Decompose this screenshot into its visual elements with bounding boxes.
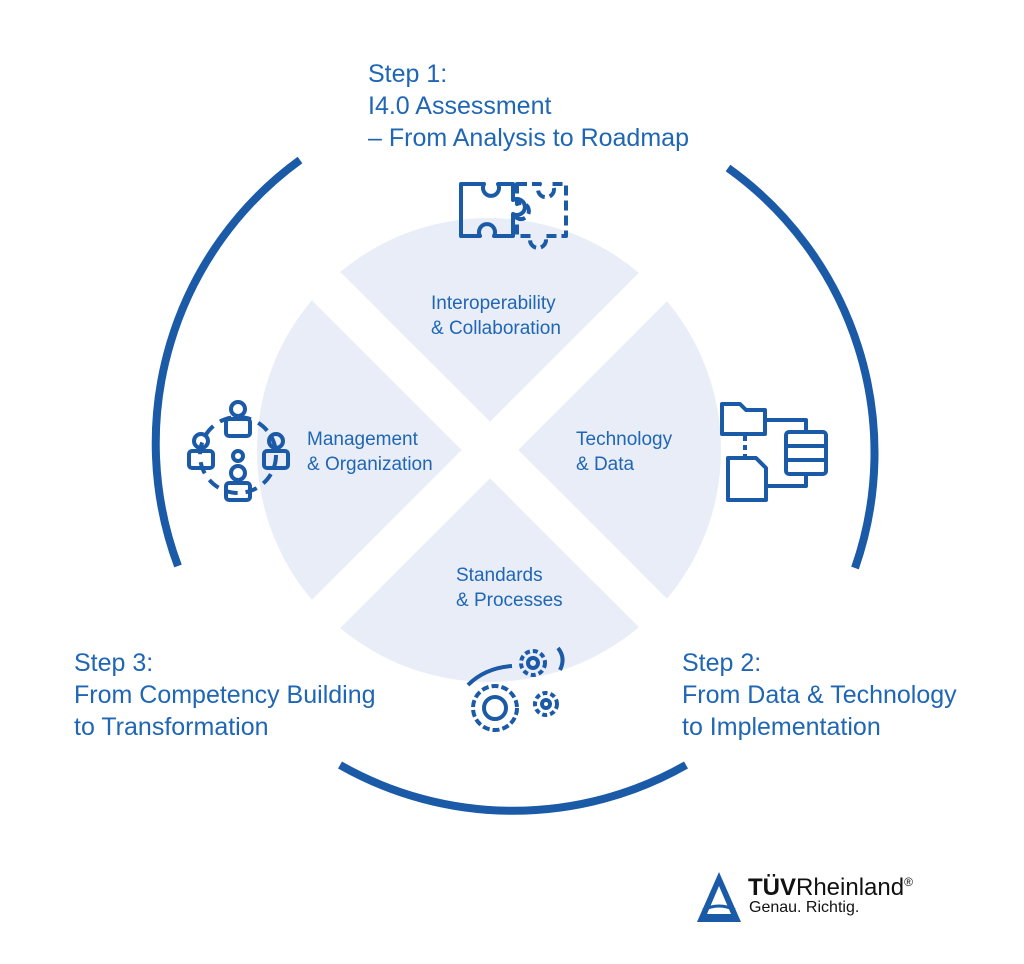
step-2-line-2: From Data & Technology [682, 681, 957, 709]
step-1-line-2: I4.0 Assessment [368, 92, 552, 120]
step-3-line-2: From Competency Building [74, 681, 376, 709]
quadrant-right-line-1: Technology [576, 429, 673, 450]
puzzle-icon [459, 182, 568, 250]
registered-mark: ® [904, 875, 913, 889]
step-2-label: Step 2: From Data & Technology to Implem… [682, 647, 957, 743]
brand-tagline: Genau. Richtig. [749, 899, 860, 916]
step-3-label: Step 3: From Competency Building to Tran… [74, 647, 376, 743]
arc-bottom [338, 761, 688, 815]
step-3-line-1: Step 3: [74, 649, 154, 677]
team-network-icon [187, 400, 290, 502]
quadrant-bottom-line-2: & Processes [456, 590, 563, 611]
brand-bold: TÜV [748, 874, 796, 901]
step-1-label: Step 1: I4.0 Assessment – From Analysis … [368, 58, 689, 154]
step-2-line-3: to Implementation [682, 713, 881, 741]
quadrant-bottom-label: Standards & Processes [456, 563, 563, 613]
brand-regular: Rheinland [796, 874, 905, 901]
brand-name: TÜVRheinland® [748, 868, 913, 902]
data-server-icon [720, 402, 828, 502]
quadrant-top-line-1: Interoperability [431, 293, 556, 314]
quadrant-left-line-1: Management [307, 429, 418, 450]
arc-left [151, 156, 303, 568]
quadrant-left-label: Management & Organization [307, 427, 433, 477]
quadrant-right-line-2: & Data [576, 454, 635, 475]
step-1-line-3: – From Analysis to Roadmap [368, 124, 689, 152]
quadrant-left-line-2: & Organization [307, 454, 433, 475]
arc-right [725, 164, 879, 570]
quadrant-bottom-line-1: Standards [456, 565, 543, 586]
quadrant-top-line-2: & Collaboration [431, 318, 561, 339]
tuv-logo-icon [697, 872, 741, 922]
quadrant-right-label: Technology & Data [576, 427, 672, 477]
gears-icon [466, 646, 565, 732]
step-1-line-1: Step 1: [368, 60, 448, 88]
step-2-line-1: Step 2: [682, 649, 762, 677]
quadrant-top-label: Interoperability & Collaboration [431, 291, 561, 341]
step-3-line-3: to Transformation [74, 713, 269, 741]
